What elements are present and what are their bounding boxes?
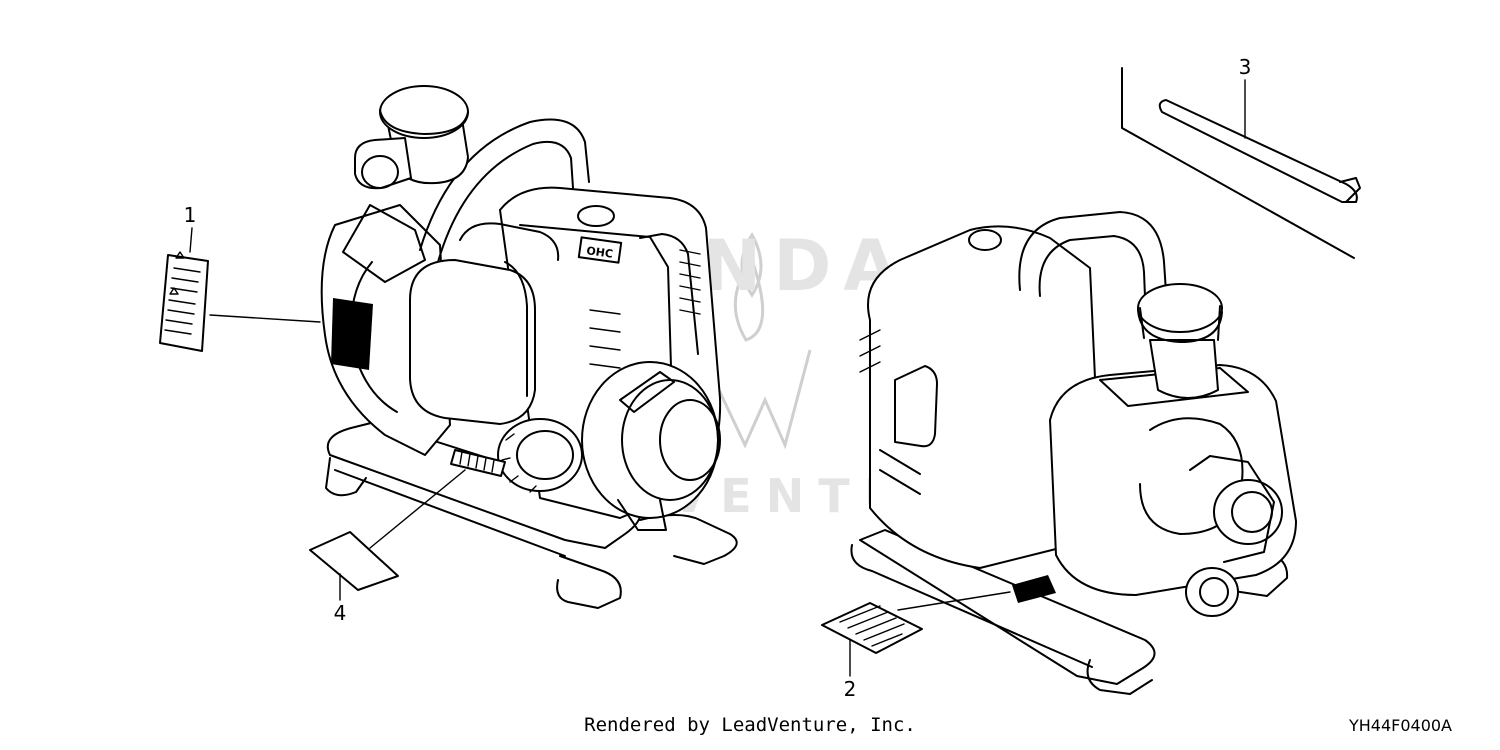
ohc-badge: OHC [586, 244, 614, 261]
label-location-2 [1012, 575, 1056, 603]
callout-2: 2 [844, 677, 857, 701]
callout-3: 3 [1239, 55, 1252, 79]
part-2-label: 2 [821, 591, 1011, 701]
footer-credit: Rendered by LeadVenture, Inc. [584, 714, 916, 736]
ohc-badge-frame [577, 236, 623, 264]
part-1-caution-label: 1 [159, 203, 321, 352]
label-location-1 [331, 298, 373, 370]
water-pump-left: OHC [320, 85, 738, 609]
callout-1: 1 [184, 203, 197, 227]
drawing-code: YH44F0400A [1348, 716, 1452, 735]
water-pump-right [850, 211, 1297, 695]
callout-4: 4 [334, 601, 347, 625]
part-4-label: 4 [309, 469, 466, 625]
part-3-hex-wrench: 3 [1121, 55, 1361, 259]
